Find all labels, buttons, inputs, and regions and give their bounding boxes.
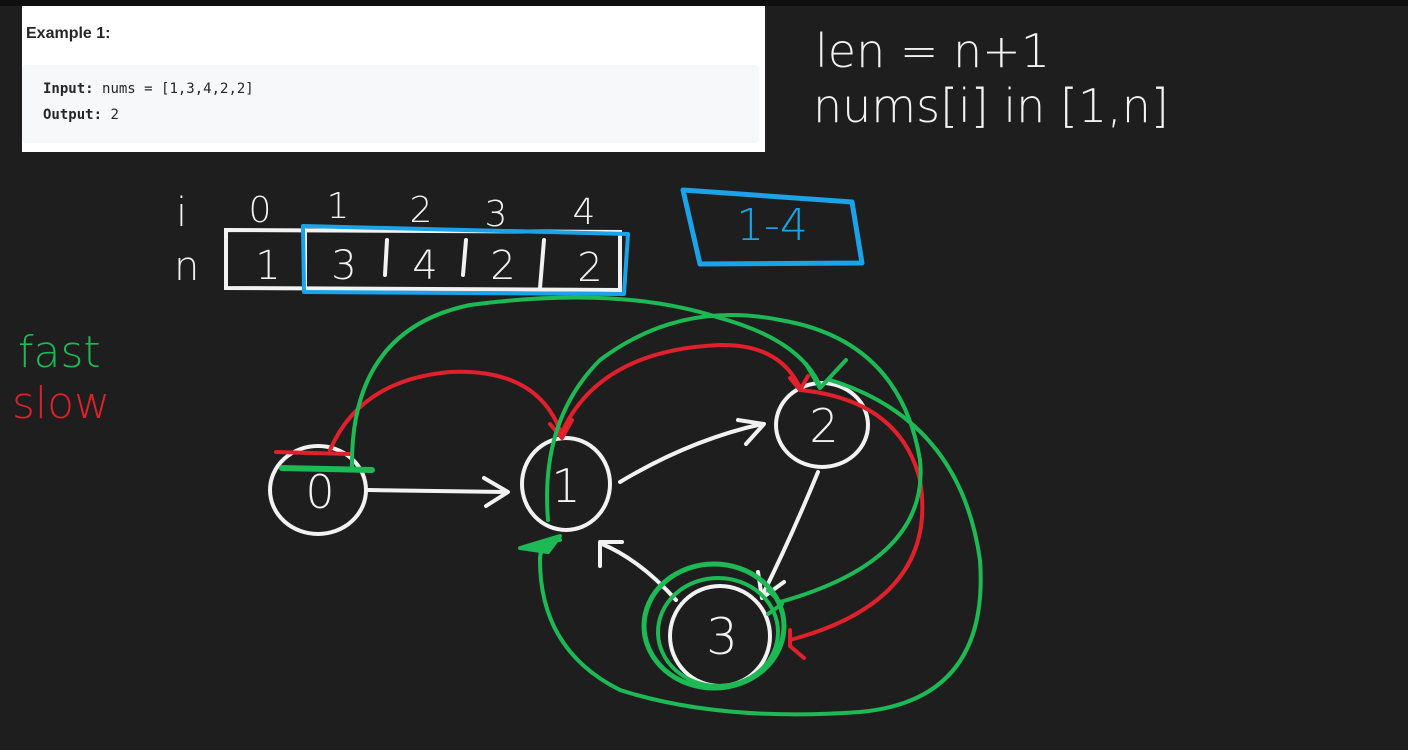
slow-start-mark bbox=[274, 450, 352, 456]
output-line: Output: 2 bbox=[43, 107, 119, 123]
node-1-label: 1 bbox=[551, 459, 580, 513]
range-box-label: 1-4 bbox=[736, 200, 808, 251]
index-row-label: i bbox=[176, 190, 187, 236]
node-3-label: 3 bbox=[706, 608, 738, 666]
value-2: 4 bbox=[412, 243, 437, 289]
fast-arrowhead-2 bbox=[804, 358, 848, 390]
slow-path-0-1 bbox=[328, 369, 564, 452]
output-label: Output: bbox=[43, 107, 103, 123]
edge-0-1-arrowhead bbox=[482, 476, 510, 508]
slow-arrowhead-3 bbox=[788, 628, 806, 660]
slow-arrowhead-1 bbox=[548, 418, 574, 440]
note-len: len = n+1 bbox=[815, 24, 1050, 78]
input-value: nums = [1,3,4,2,2] bbox=[102, 81, 254, 97]
note-range: nums[i] in [1,n] bbox=[813, 79, 1169, 133]
value-4: 2 bbox=[577, 245, 602, 291]
edge-1-2 bbox=[618, 422, 764, 484]
index-4: 4 bbox=[573, 192, 596, 233]
value-row-label: n bbox=[174, 244, 199, 290]
top-strip bbox=[0, 0, 1408, 6]
value-1: 3 bbox=[331, 243, 356, 289]
edge-3-1 bbox=[600, 542, 678, 602]
input-label: Input: bbox=[43, 81, 94, 97]
fast-path-0-2 bbox=[349, 295, 822, 470]
example-card: Example 1: Input: nums = [1,3,4,2,2] Out… bbox=[22, 6, 765, 152]
fast-arrowhead-1 bbox=[518, 534, 562, 554]
edge-3-1-arrowhead bbox=[598, 540, 624, 568]
fast-path-1-3 bbox=[545, 313, 923, 604]
range-highlight bbox=[301, 224, 630, 296]
index-0: 0 bbox=[249, 190, 272, 231]
value-3: 2 bbox=[490, 243, 515, 289]
index-2: 2 bbox=[410, 190, 433, 231]
fast-loop-ring-inner bbox=[656, 576, 780, 688]
node-2-label: 2 bbox=[809, 399, 838, 453]
example-title: Example 1: bbox=[26, 25, 111, 42]
index-1: 1 bbox=[327, 186, 350, 227]
input-line: Input: nums = [1,3,4,2,2] bbox=[43, 81, 254, 97]
node-1-circle bbox=[520, 436, 612, 532]
slow-path-1-2 bbox=[560, 342, 802, 434]
fast-label: fast bbox=[18, 327, 101, 378]
slow-pointer-path bbox=[274, 342, 925, 660]
edge-2-3 bbox=[760, 470, 820, 598]
edge-1-2-arrowhead bbox=[736, 418, 766, 446]
example-code-block: Input: nums = [1,3,4,2,2] Output: 2 bbox=[22, 65, 759, 143]
fast-path-3-1 bbox=[538, 378, 983, 717]
fast-start-mark bbox=[279, 465, 375, 473]
fast-pointer-path bbox=[279, 295, 983, 717]
graph-edges bbox=[366, 418, 820, 602]
range-box bbox=[680, 187, 865, 267]
node-0-label: 0 bbox=[305, 465, 334, 519]
output-value: 2 bbox=[110, 107, 119, 123]
index-3: 3 bbox=[485, 194, 508, 235]
edge-0-1 bbox=[366, 488, 508, 494]
fast-loop-ring-outer bbox=[641, 561, 787, 691]
value-0: 1 bbox=[255, 243, 280, 289]
slow-label: slow bbox=[12, 378, 110, 429]
